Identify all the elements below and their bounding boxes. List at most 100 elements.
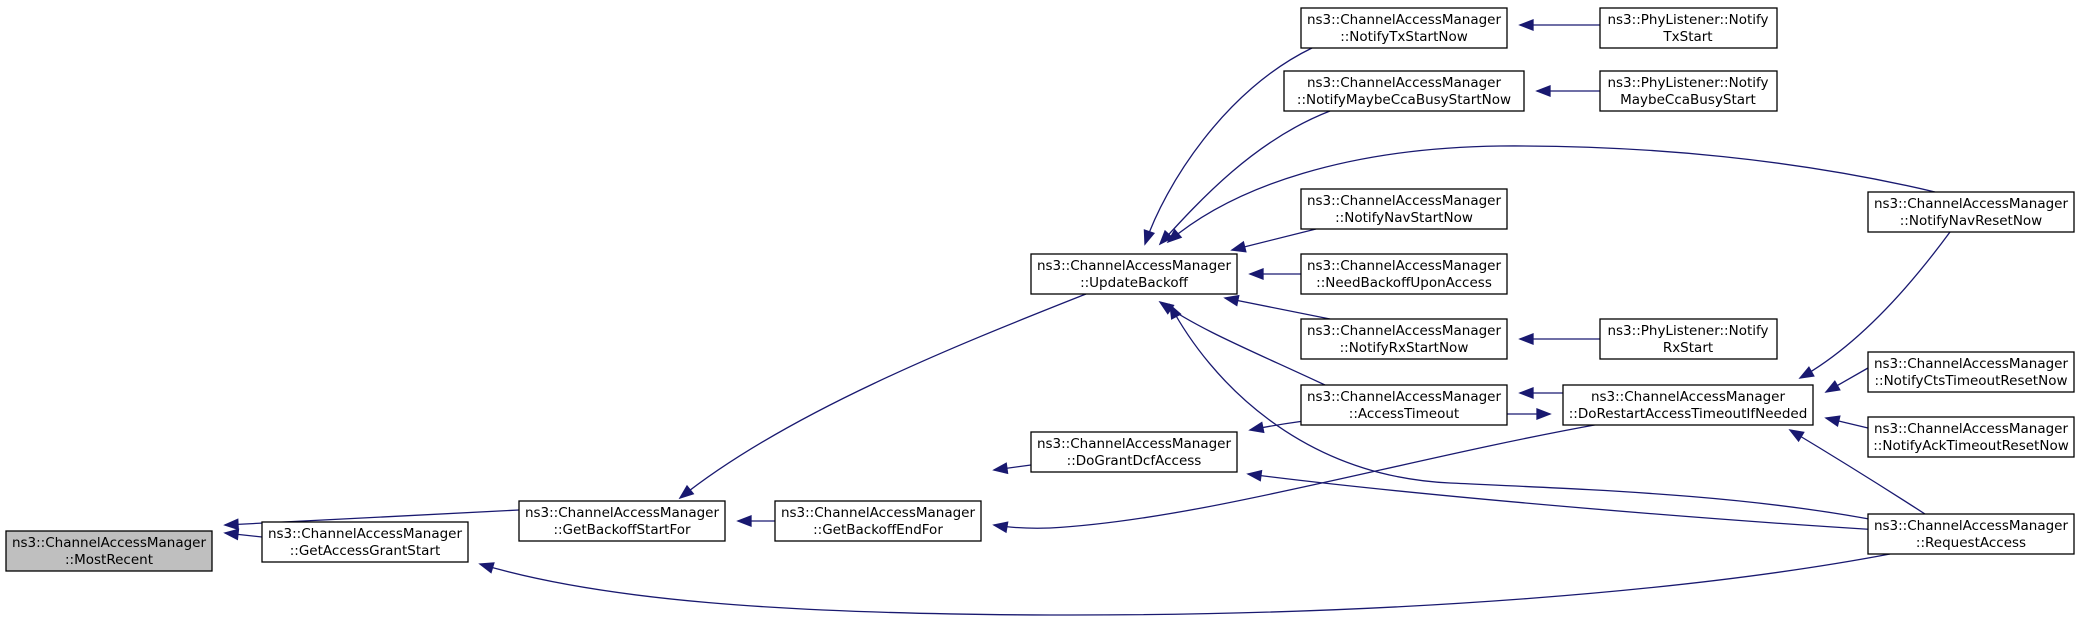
node-phy-notify-tx-start[interactable]: ns3::PhyListener::Notify TxStart bbox=[1599, 7, 1778, 49]
node-notify-ack-timeout-reset-now-line1: ns3::ChannelAccessManager bbox=[1874, 421, 2069, 437]
node-notify-cts-timeout-reset-now[interactable]: ns3::ChannelAccessManager ::NotifyCtsTim… bbox=[1867, 351, 2075, 393]
edge-notify-rx-start-now-to-update-backoff bbox=[1223, 294, 1331, 320]
arrowhead bbox=[1518, 387, 1534, 399]
node-do-restart-access-timeout-if-needed-line2: ::DoRestartAccessTimeoutIfNeeded bbox=[1569, 406, 1808, 422]
node-most-recent-line2: ::MostRecent bbox=[65, 552, 153, 568]
node-get-access-grant-start[interactable]: ns3::ChannelAccessManager ::GetAccessGra… bbox=[261, 521, 469, 563]
arrowhead bbox=[1518, 19, 1534, 31]
node-access-timeout[interactable]: ns3::ChannelAccessManager ::AccessTimeou… bbox=[1300, 384, 1508, 426]
nodes: ns3::ChannelAccessManager ::MostRecent n… bbox=[5, 7, 2075, 572]
edge-access-timeout-to-do-restart-access-timeout-if-needed bbox=[1507, 408, 1552, 420]
arrowhead bbox=[1246, 469, 1263, 482]
node-phy-notify-maybe-cca-busy-start[interactable]: ns3::PhyListener::Notify MaybeCcaBusySta… bbox=[1599, 70, 1778, 112]
node-update-backoff-line1: ns3::ChannelAccessManager bbox=[1037, 258, 1232, 274]
node-notify-tx-start-now-line2: ::NotifyTxStartNow bbox=[1340, 29, 1468, 45]
edge-phy-notify-tx-start-to-notify-tx-start-now bbox=[1518, 19, 1600, 31]
node-phy-notify-maybe-cca-busy-start-line1: ns3::PhyListener::Notify bbox=[1607, 75, 1768, 91]
node-notify-rx-start-now[interactable]: ns3::ChannelAccessManager ::NotifyRxStar… bbox=[1300, 318, 1508, 360]
node-do-grant-dcf-access-line1: ns3::ChannelAccessManager bbox=[1037, 436, 1232, 452]
node-need-backoff-upon-access[interactable]: ns3::ChannelAccessManager ::NeedBackoffU… bbox=[1300, 253, 1508, 295]
edge-request-access-to-do-restart-access-timeout-if-needed bbox=[1788, 429, 1926, 515]
node-do-restart-access-timeout-if-needed[interactable]: ns3::ChannelAccessManager ::DoRestartAcc… bbox=[1562, 384, 1814, 426]
node-update-backoff-line2: ::UpdateBackoff bbox=[1080, 275, 1189, 291]
edge-notify-tx-start-now-to-update-backoff bbox=[1143, 47, 1313, 246]
arrowhead bbox=[1824, 380, 1841, 393]
edge-get-access-grant-start-to-most-recent bbox=[223, 528, 263, 541]
arrowhead bbox=[478, 562, 495, 574]
edge-access-timeout-to-update-backoff bbox=[1158, 300, 1326, 386]
node-get-backoff-end-for[interactable]: ns3::ChannelAccessManager ::GetBackoffEn… bbox=[774, 500, 982, 542]
edge-notify-nav-start-now-to-update-backoff bbox=[1230, 228, 1317, 253]
node-notify-tx-start-now[interactable]: ns3::ChannelAccessManager ::NotifyTxStar… bbox=[1300, 7, 1508, 49]
node-phy-notify-maybe-cca-busy-start-line2: MaybeCcaBusyStart bbox=[1620, 92, 1756, 108]
node-notify-maybe-cca-busy-start-now-line2: ::NotifyMaybeCcaBusyStartNow bbox=[1297, 92, 1511, 108]
node-notify-cts-timeout-reset-now-line1: ns3::ChannelAccessManager bbox=[1874, 356, 2069, 372]
node-notify-nav-start-now[interactable]: ns3::ChannelAccessManager ::NotifyNavSta… bbox=[1300, 188, 1508, 230]
arrowhead bbox=[1536, 408, 1552, 420]
arrowhead bbox=[1143, 229, 1156, 246]
node-get-backoff-end-for-line1: ns3::ChannelAccessManager bbox=[781, 505, 976, 521]
node-phy-notify-tx-start-line2: TxStart bbox=[1662, 29, 1712, 45]
node-phy-notify-rx-start-line2: RxStart bbox=[1663, 340, 1713, 356]
edge-phy-notify-maybe-cca-busy-start-to-notify-maybe-cca-busy-start-now bbox=[1535, 85, 1600, 97]
node-request-access-line1: ns3::ChannelAccessManager bbox=[1874, 518, 2069, 534]
node-get-access-grant-start-line2: ::GetAccessGrantStart bbox=[290, 543, 440, 559]
node-notify-nav-reset-now-line2: ::NotifyNavResetNow bbox=[1900, 213, 2042, 229]
node-notify-maybe-cca-busy-start-now[interactable]: ns3::ChannelAccessManager ::NotifyMaybeC… bbox=[1283, 70, 1525, 112]
edge-notify-ack-timeout-reset-now-to-do-restart-access-timeout-if-needed bbox=[1824, 415, 1869, 429]
edge-do-grant-dcf-access-to-get-backoff-end-for bbox=[992, 462, 1032, 475]
arrowhead bbox=[1230, 240, 1247, 253]
arrowhead bbox=[1158, 229, 1174, 246]
node-get-backoff-start-for-line1: ns3::ChannelAccessManager bbox=[525, 505, 720, 521]
edge-request-access-to-do-grant-dcf-access bbox=[1246, 469, 1881, 531]
arrowhead bbox=[1248, 421, 1265, 434]
arrowhead bbox=[736, 515, 752, 527]
node-get-backoff-start-for[interactable]: ns3::ChannelAccessManager ::GetBackoffSt… bbox=[518, 500, 726, 542]
edge-notify-nav-reset-now-to-update-backoff bbox=[1166, 145, 1936, 244]
node-request-access[interactable]: ns3::ChannelAccessManager ::RequestAcces… bbox=[1867, 513, 2075, 555]
node-access-timeout-line1: ns3::ChannelAccessManager bbox=[1307, 389, 1502, 405]
node-do-restart-access-timeout-if-needed-line1: ns3::ChannelAccessManager bbox=[1591, 389, 1786, 405]
edges bbox=[223, 19, 1951, 616]
edge-do-restart-access-timeout-if-needed-to-access-timeout bbox=[1518, 387, 1563, 399]
node-need-backoff-upon-access-line2: ::NeedBackoffUponAccess bbox=[1316, 275, 1492, 291]
node-notify-rx-start-now-line1: ns3::ChannelAccessManager bbox=[1307, 323, 1502, 339]
arrowhead bbox=[223, 518, 239, 531]
arrowhead bbox=[1824, 415, 1841, 427]
edge-request-access-to-update-backoff bbox=[1169, 303, 1891, 524]
edge-update-backoff-to-get-backoff-start-for bbox=[678, 293, 1087, 500]
node-need-backoff-upon-access-line1: ns3::ChannelAccessManager bbox=[1307, 258, 1502, 274]
node-phy-notify-rx-start[interactable]: ns3::PhyListener::Notify RxStart bbox=[1599, 318, 1778, 360]
node-notify-ack-timeout-reset-now[interactable]: ns3::ChannelAccessManager ::NotifyAckTim… bbox=[1867, 416, 2075, 458]
arrowhead bbox=[992, 521, 1009, 534]
node-get-access-grant-start-line1: ns3::ChannelAccessManager bbox=[268, 526, 463, 542]
node-do-grant-dcf-access-line2: ::DoGrantDcfAccess bbox=[1067, 453, 1202, 469]
node-request-access-line2: ::RequestAccess bbox=[1916, 535, 2026, 551]
node-notify-nav-start-now-line1: ns3::ChannelAccessManager bbox=[1307, 193, 1502, 209]
arrowhead bbox=[1535, 85, 1551, 97]
edge-get-backoff-end-for-to-get-backoff-start-for bbox=[736, 515, 775, 527]
arrowhead bbox=[1223, 294, 1240, 307]
arrowhead bbox=[223, 528, 240, 541]
edge-need-backoff-upon-access-to-update-backoff bbox=[1248, 268, 1301, 280]
node-notify-rx-start-now-line2: ::NotifyRxStartNow bbox=[1340, 340, 1469, 356]
node-most-recent: ns3::ChannelAccessManager ::MostRecent bbox=[5, 530, 213, 572]
edge-notify-maybe-cca-busy-start-now-to-update-backoff bbox=[1158, 110, 1331, 246]
node-notify-ack-timeout-reset-now-line2: ::NotifyAckTimeoutResetNow bbox=[1873, 438, 2069, 454]
edge-phy-notify-rx-start-to-notify-rx-start-now bbox=[1518, 333, 1600, 345]
arrowhead bbox=[1169, 303, 1182, 320]
node-access-timeout-line2: ::AccessTimeout bbox=[1349, 406, 1459, 422]
node-get-backoff-end-for-line2: ::GetBackoffEndFor bbox=[813, 522, 943, 538]
node-most-recent-line1: ns3::ChannelAccessManager bbox=[12, 535, 207, 551]
arrowhead bbox=[1166, 228, 1183, 244]
node-do-grant-dcf-access[interactable]: ns3::ChannelAccessManager ::DoGrantDcfAc… bbox=[1030, 431, 1238, 473]
node-notify-nav-reset-now[interactable]: ns3::ChannelAccessManager ::NotifyNavRes… bbox=[1867, 191, 2075, 233]
node-update-backoff[interactable]: ns3::ChannelAccessManager ::UpdateBackof… bbox=[1030, 253, 1238, 295]
arrowhead bbox=[1518, 333, 1534, 345]
arrowhead bbox=[1798, 366, 1815, 379]
node-notify-tx-start-now-line1: ns3::ChannelAccessManager bbox=[1307, 12, 1502, 28]
arrowhead bbox=[1248, 268, 1264, 280]
arrowhead bbox=[678, 484, 695, 500]
node-notify-maybe-cca-busy-start-now-line1: ns3::ChannelAccessManager bbox=[1307, 75, 1502, 91]
